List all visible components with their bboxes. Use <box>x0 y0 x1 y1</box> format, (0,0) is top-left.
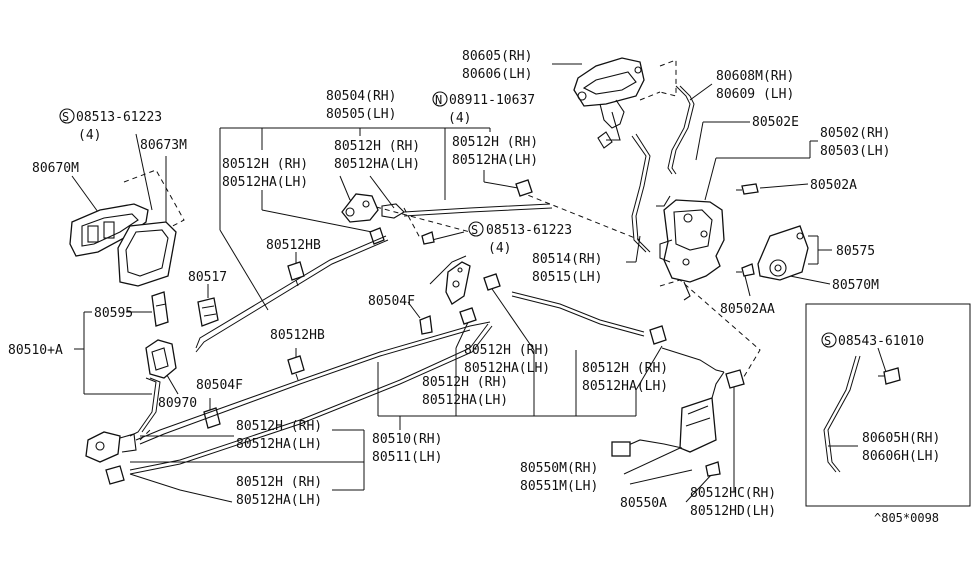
rod-80514-part <box>631 133 651 253</box>
label-b-80512ha: 80512HA(LH) <box>334 157 420 172</box>
label-80670m: 80670M <box>32 161 79 176</box>
diagram-id: ^805*0098 <box>874 511 939 525</box>
label-80504f-upper: 80504F <box>368 294 415 309</box>
handle-bezel-80673m-part <box>117 221 177 287</box>
svg-text:S: S <box>62 110 69 124</box>
label-e-80512ha: 80512HA(LH) <box>422 393 508 408</box>
label-08543: 08543-61010 <box>838 334 924 349</box>
label-80504f-lower: 80504F <box>196 378 243 393</box>
label-08513b: 08513-61223 <box>486 223 572 238</box>
clip-f-part <box>649 325 667 345</box>
screw-08513-center-part <box>421 231 435 245</box>
clip-80512hc-part <box>725 369 745 389</box>
label-80970: 80970 <box>158 396 197 411</box>
rod-80605h-part <box>823 355 901 473</box>
label-80502aa: 80502AA <box>720 302 775 317</box>
screw-symbol-s08513b: S <box>468 221 484 237</box>
clip-d-part <box>459 307 477 325</box>
svg-text:N: N <box>435 93 442 107</box>
label-d-80512h: 80512H (RH) <box>464 343 550 358</box>
label-80606: 80606(LH) <box>462 67 532 82</box>
actuator-80550m-part <box>611 371 725 457</box>
outside-handle-part <box>573 57 645 149</box>
label-80502: 80502(RH) <box>820 126 890 141</box>
label-80606h: 80606H(LH) <box>862 449 940 464</box>
label-80512hb-1: 80512HB <box>266 238 321 253</box>
label-08513a: 08513-61223 <box>76 110 162 125</box>
clip-80595-part <box>151 291 169 327</box>
label-80595: 80595 <box>94 306 133 321</box>
label-f-80512h: 80512H (RH) <box>582 361 668 376</box>
label-80515: 80515(LH) <box>532 270 602 285</box>
label-g-80512h: 80512H (RH) <box>236 419 322 434</box>
label-80609: 80609 (LH) <box>716 87 794 102</box>
label-c-80512h: 80512H (RH) <box>452 135 538 150</box>
clip-e-part <box>483 273 501 291</box>
label-80575: 80575 <box>836 244 875 259</box>
clip-c-part <box>515 179 533 197</box>
screw-symbol-s08513a: S <box>59 108 75 124</box>
label-80502e: 80502E <box>752 115 799 130</box>
label-80605h: 80605H(RH) <box>862 431 940 446</box>
nut-symbol-n08911: N <box>432 91 448 107</box>
label-a-80512ha: 80512HA(LH) <box>222 175 308 190</box>
leader-lines <box>71 63 971 507</box>
label-c-80512ha: 80512HA(LH) <box>452 153 538 168</box>
label-80512hc: 80512HC(RH) <box>690 486 776 501</box>
control-rods <box>129 203 725 503</box>
label-80570m: 80570M <box>832 278 879 293</box>
label-80504: 80504(RH) <box>326 89 396 104</box>
striker-80575-part <box>757 225 809 281</box>
label-80608m: 80608M(RH) <box>716 69 794 84</box>
clip-80512hb-2-part <box>287 355 305 381</box>
label-80605: 80605(RH) <box>462 49 532 64</box>
svg-text:S: S <box>471 223 478 237</box>
screw-symbol-s08543: S <box>821 332 837 348</box>
rod-80608m-part <box>667 85 695 175</box>
label-g-80512ha: 80512HA(LH) <box>236 437 322 452</box>
lock-knob-80970-part <box>145 339 177 379</box>
svg-text:S: S <box>824 334 831 348</box>
clip-80504f-upper-part <box>419 315 433 335</box>
label-08513a-qty: (4) <box>78 128 101 143</box>
label-80511: 80511(LH) <box>372 450 442 465</box>
clip-h-part <box>105 465 125 485</box>
label-b-80512h: 80512H (RH) <box>334 139 420 154</box>
door-lock-actuator-part <box>656 195 725 301</box>
label-80505: 80505(LH) <box>326 107 396 122</box>
remote-link-80504-part <box>445 261 471 305</box>
label-80517: 80517 <box>188 270 227 285</box>
label-h-80512h: 80512H (RH) <box>236 475 322 490</box>
label-08911: 08911-10637 <box>449 93 535 108</box>
label-80673m: 80673M <box>140 138 187 153</box>
label-d-80512ha: 80512HA(LH) <box>464 361 550 376</box>
screw-80502a-part <box>736 183 759 195</box>
label-08911-qty: (4) <box>448 111 471 126</box>
label-80514: 80514(RH) <box>532 252 602 267</box>
part-labels: 80605(RH) 80606(LH) 80608M(RH) 80609 (LH… <box>8 49 940 525</box>
label-80510a: 80510+A <box>8 343 63 358</box>
label-80502a: 80502A <box>810 178 857 193</box>
screw-80550a-part <box>705 461 721 477</box>
clip-a-part <box>369 227 385 245</box>
label-80550a: 80550A <box>620 496 667 511</box>
label-a-80512h: 80512H (RH) <box>222 157 308 172</box>
label-80510: 80510(RH) <box>372 432 442 447</box>
label-80512hb-2: 80512HB <box>270 328 325 343</box>
label-80503: 80503(LH) <box>820 144 890 159</box>
label-08513b-qty: (4) <box>488 241 511 256</box>
lock-knob-lever-part <box>85 431 137 463</box>
label-80551m: 80551M(LH) <box>520 479 598 494</box>
screw-80502aa-part <box>736 263 755 277</box>
label-f-80512ha: 80512HA(LH) <box>582 379 668 394</box>
label-80550m: 80550M(RH) <box>520 461 598 476</box>
clip-80517-part <box>197 297 219 327</box>
label-80512hd: 80512HD(LH) <box>690 504 776 519</box>
bellcrank-80504-part <box>341 193 405 223</box>
label-h-80512ha: 80512HA(LH) <box>236 493 322 508</box>
label-e-80512h: 80512H (RH) <box>422 375 508 390</box>
